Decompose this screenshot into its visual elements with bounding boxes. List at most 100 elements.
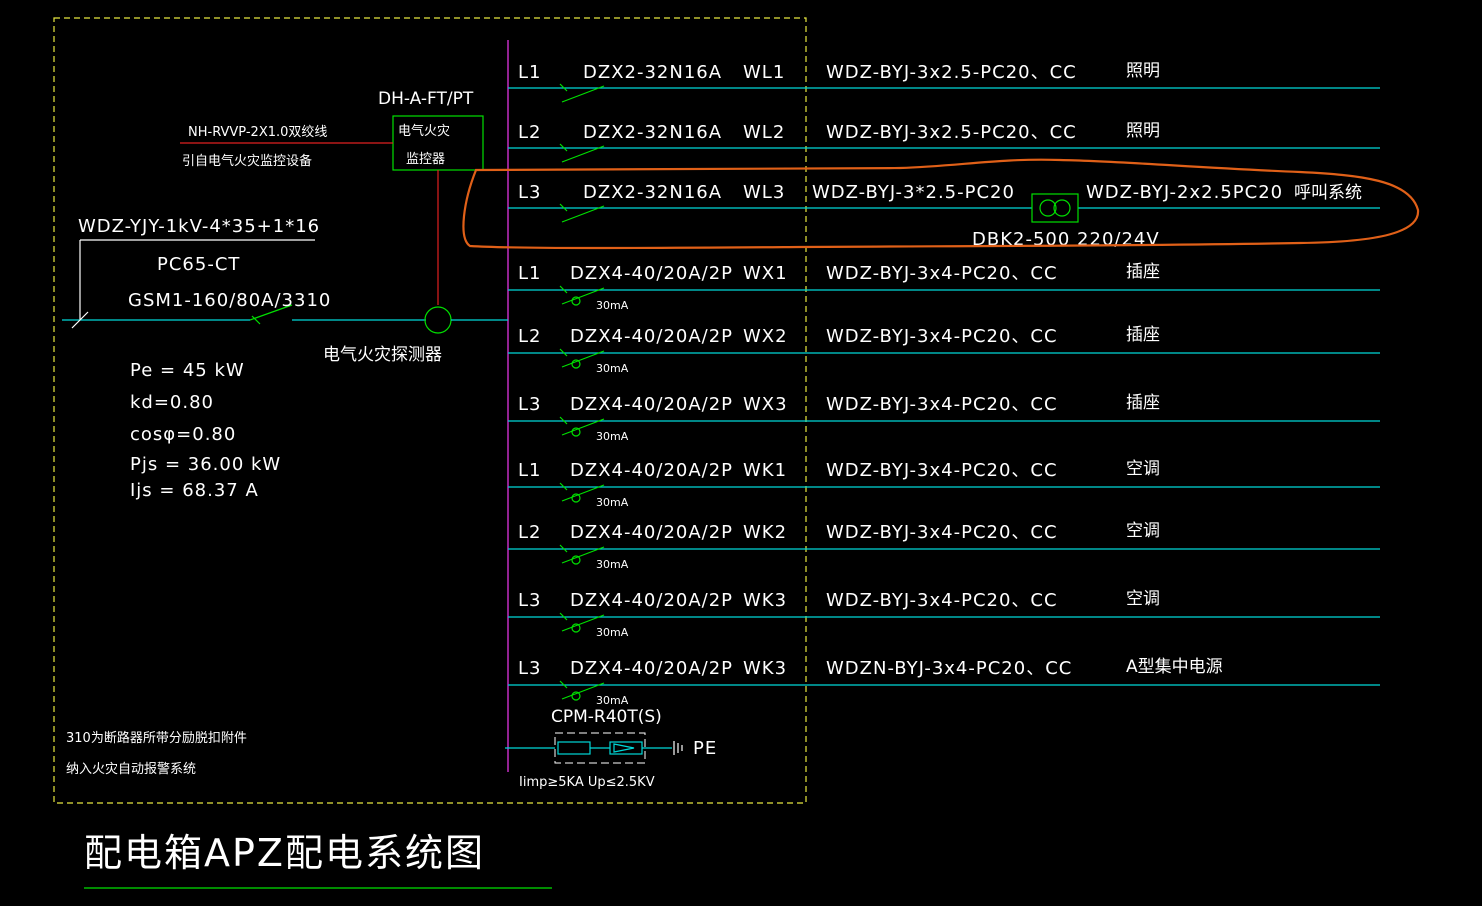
- load-parameters: Pe = 45 kW kd=0.80 cosφ=0.80 Pjs = 36.00…: [130, 360, 281, 501]
- rcd-label: 30mA: [596, 694, 629, 707]
- use-label: 空调: [1126, 589, 1160, 609]
- param-kd: kd=0.80: [130, 392, 214, 413]
- breaker-mark: [559, 482, 568, 491]
- transformer-coil: [1053, 199, 1071, 217]
- param-pe: Pe = 45 kW: [130, 360, 245, 381]
- breaker-mark: [559, 203, 568, 212]
- breaker-blade: [561, 418, 605, 436]
- breaker-label: DZX4-40/20A/2P: [570, 263, 733, 284]
- rcd-circle: [571, 691, 581, 701]
- feeder-row: L2 DZX2-32N16A WL2 WDZ-BYJ-3x2.5-PC20、CC 照明: [508, 121, 1380, 163]
- rcd-label: 30mA: [596, 299, 629, 312]
- phase-label: L2: [518, 326, 541, 347]
- param-ijs: Ijs = 68.37 A: [130, 480, 259, 501]
- breaker-label: DZX4-40/20A/2P: [570, 658, 733, 679]
- phase-label: L3: [518, 590, 541, 611]
- breaker-label: DZX4-40/20A/2P: [570, 460, 733, 481]
- spd-model: CPM-R40T(S): [551, 707, 662, 727]
- rcd-label: 30mA: [596, 362, 629, 375]
- use-label: 照明: [1126, 121, 1160, 141]
- cable-label: WDZ-BYJ-3x4-PC20、CC: [826, 394, 1058, 415]
- circuit-id: WK3: [743, 590, 787, 611]
- rcd-label: 30mA: [596, 430, 629, 443]
- phase-label: L2: [518, 122, 541, 143]
- circuit-id: WK3: [743, 658, 787, 679]
- circuit-id: WX2: [743, 326, 788, 347]
- phase-label: L1: [518, 263, 541, 284]
- phase-label: L3: [518, 658, 541, 679]
- monitor-model: DH-A-FT/PT: [378, 89, 474, 109]
- cable-label: WDZ-BYJ-3x4-PC20、CC: [826, 460, 1058, 481]
- rcd-circle: [571, 427, 581, 437]
- breaker-label: DZX2-32N16A: [583, 122, 722, 143]
- use-label: 照明: [1126, 61, 1160, 81]
- rcd-label: 30mA: [596, 558, 629, 571]
- cable-label: WDZ-BYJ-3*2.5-PC20: [812, 182, 1015, 203]
- rcd-circle: [571, 296, 581, 306]
- breaker-blade: [561, 614, 605, 632]
- circuit-id: WK2: [743, 522, 787, 543]
- breaker-mark: [559, 143, 568, 152]
- rcd-circle: [571, 359, 581, 369]
- feeder-row: 30mA L1 DZX4-40/20A/2P WX1 WDZ-BYJ-3x4-PC20、…: [508, 262, 1380, 312]
- current-transformer: [424, 306, 452, 334]
- spd-rating: Iimp≥5KA Up≤2.5KV: [519, 775, 655, 790]
- breaker-blade: [561, 145, 605, 163]
- panel-frame: [53, 17, 807, 804]
- circuit-id: WL3: [743, 182, 785, 203]
- note-line-2: 纳入火灾自动报警系统: [66, 761, 196, 777]
- breaker-blade: [561, 682, 605, 700]
- cable-label: WDZN-BYJ-3x4-PC20、CC: [826, 658, 1072, 679]
- breaker-blade: [561, 205, 605, 223]
- detector-label: 电气火灾探测器: [323, 345, 442, 365]
- cable-label: WDZ-BYJ-3x2.5-PC20、CC: [826, 122, 1077, 143]
- signal-cable-label: NH-RVVP-2X1.0双绞线: [188, 124, 327, 140]
- use-label: 插座: [1126, 393, 1160, 413]
- monitor-name-1: 电气火灾: [398, 123, 450, 139]
- breaker-label: DZX4-40/20A/2P: [570, 394, 733, 415]
- pe-label: PE: [693, 738, 717, 759]
- breaker-mark: [559, 612, 568, 621]
- param-pjs: Pjs = 36.00 kW: [130, 454, 281, 475]
- breaker-label: DZX4-40/20A/2P: [570, 590, 733, 611]
- breaker-label: DZX2-32N16A: [583, 182, 722, 203]
- breaker-mark: [559, 285, 568, 294]
- transformer-box: [1031, 193, 1079, 223]
- phase-label: L2: [518, 522, 541, 543]
- circuit-id: WX3: [743, 394, 788, 415]
- monitor-name-2: 监控器: [406, 152, 445, 167]
- fire-monitor: DH-A-FT/PT 电气火灾 监控器 NH-RVVP-2X1.0双绞线 引自电…: [180, 89, 484, 305]
- circuit-id: WL2: [743, 122, 785, 143]
- cable-label: WDZ-BYJ-3x4-PC20、CC: [826, 326, 1058, 347]
- rcd-circle: [571, 493, 581, 503]
- breaker-mark: [559, 544, 568, 553]
- cable-label: WDZ-BYJ-3x4-PC20、CC: [826, 590, 1058, 611]
- use-label: 呼叫系统: [1294, 183, 1362, 203]
- cable-label: WDZ-BYJ-3x4-PC20、CC: [826, 522, 1058, 543]
- feeder-row: 30mA L3 DZX4-40/20A/2P WK3 WDZN-BYJ-3x4-PC20…: [508, 657, 1380, 707]
- incoming-supply: WDZ-YJY-1kV-4*35+1*16 PC65-CT GSM1-160/8…: [62, 216, 508, 365]
- meter-label: PC65-CT: [157, 254, 240, 275]
- surge-protector: CPM-R40T(S) PE Iimp≥5KA Up≤2.5KV: [505, 707, 717, 790]
- cable-label: WDZ-BYJ-3x4-PC20、CC: [826, 263, 1058, 284]
- phase-label: L3: [518, 182, 541, 203]
- use-label: 插座: [1126, 325, 1160, 345]
- param-cos: cosφ=0.80: [130, 424, 236, 445]
- use-label: 空调: [1126, 521, 1160, 541]
- breaker-mark: [559, 416, 568, 425]
- rcd-circle: [571, 623, 581, 633]
- incoming-cable-label: WDZ-YJY-1kV-4*35+1*16: [78, 216, 320, 237]
- rcd-label: 30mA: [596, 496, 629, 509]
- circuit-id: WX1: [743, 263, 788, 284]
- diagram-title: 配电箱APZ配电系统图: [84, 831, 485, 875]
- breaker-blade: [561, 350, 605, 368]
- phase-label: L1: [518, 460, 541, 481]
